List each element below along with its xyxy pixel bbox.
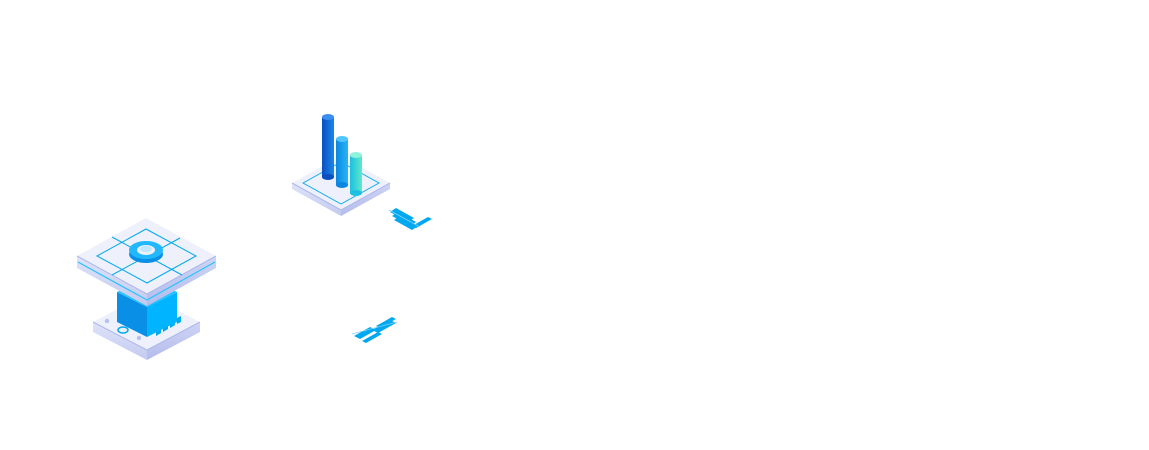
bar-chart-icon (291, 114, 391, 216)
chart-bar-3 (350, 152, 362, 196)
data-strip-upper-icon (388, 208, 432, 230)
chart-bar-2 (336, 136, 348, 188)
data-strip-lower-icon (351, 317, 398, 343)
pedestal-top-slab (76, 218, 217, 306)
server-pedestal-icon (76, 218, 217, 360)
chart-bar-1 (322, 114, 334, 180)
